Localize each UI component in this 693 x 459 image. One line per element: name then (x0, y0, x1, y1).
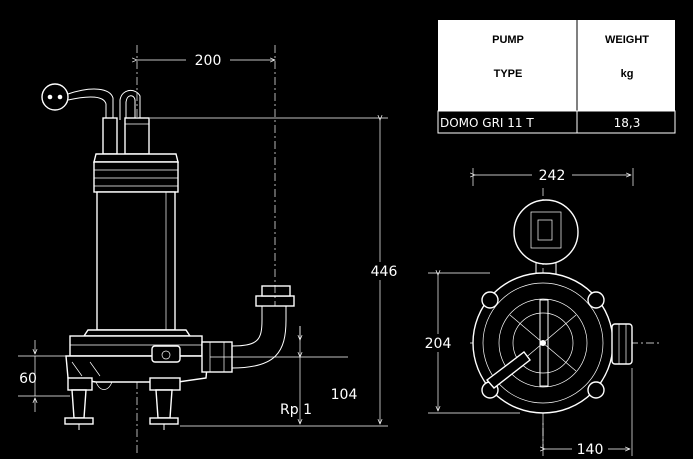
plan-dimensions: 242 204 140 (420, 166, 634, 458)
pump-side-view (41, 45, 295, 455)
thread-label: Rp 1 (280, 402, 312, 418)
header-kg: kg (621, 68, 634, 80)
pump-feet (64, 377, 181, 430)
power-cable (41, 83, 141, 120)
row-weight: 18,3 (614, 116, 641, 130)
header-type: TYPE (494, 68, 523, 80)
dim-plan-width: 242 (539, 168, 566, 184)
dim-base-height: 60 (19, 371, 37, 387)
side-dimensions: 200 446 104 Rp 1 60 (18, 50, 398, 427)
weight-table: PUMP TYPE WEIGHT kg DOMO GRI 11 T 18,3 (437, 20, 676, 134)
row-type: DOMO GRI 11 T (440, 116, 534, 130)
dim-outlet-offset: 200 (195, 53, 222, 69)
discharge-pipe (201, 45, 295, 373)
dim-outlet-height: 104 (331, 387, 358, 403)
dim-plan-half: 140 (577, 442, 604, 458)
pump-plan-view (470, 188, 660, 450)
header-weight: WEIGHT (605, 34, 649, 46)
dim-total-height: 446 (371, 264, 398, 280)
table-header-bg (438, 20, 675, 111)
dim-plan-depth: 204 (425, 336, 452, 352)
header-pump: PUMP (492, 34, 524, 46)
